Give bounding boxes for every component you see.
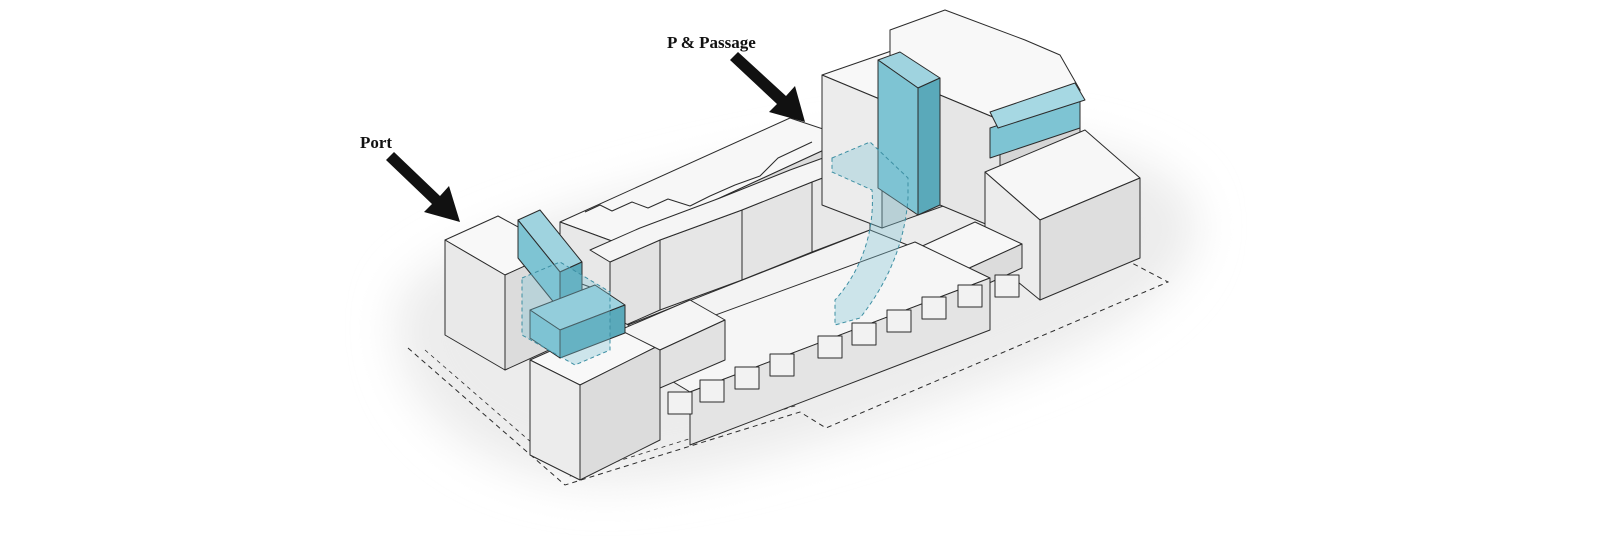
passage-label: P & Passage <box>667 33 756 52</box>
courtyard-north-bays <box>589 149 871 333</box>
southeast-block <box>984 129 1141 301</box>
southwest-block <box>529 299 726 481</box>
port-label: Port <box>360 133 392 152</box>
tower-highlight <box>877 51 941 216</box>
passage-arrow <box>730 52 805 122</box>
east-highlight <box>989 82 1086 159</box>
port-arrow <box>386 152 460 222</box>
site-boundary-inner <box>424 349 799 477</box>
building-massing <box>444 9 1141 481</box>
site-boundary <box>407 261 1170 486</box>
curved-passage <box>831 141 909 326</box>
west-highlight <box>517 209 626 359</box>
passage-volumes <box>521 141 909 366</box>
west-passage <box>521 261 611 366</box>
